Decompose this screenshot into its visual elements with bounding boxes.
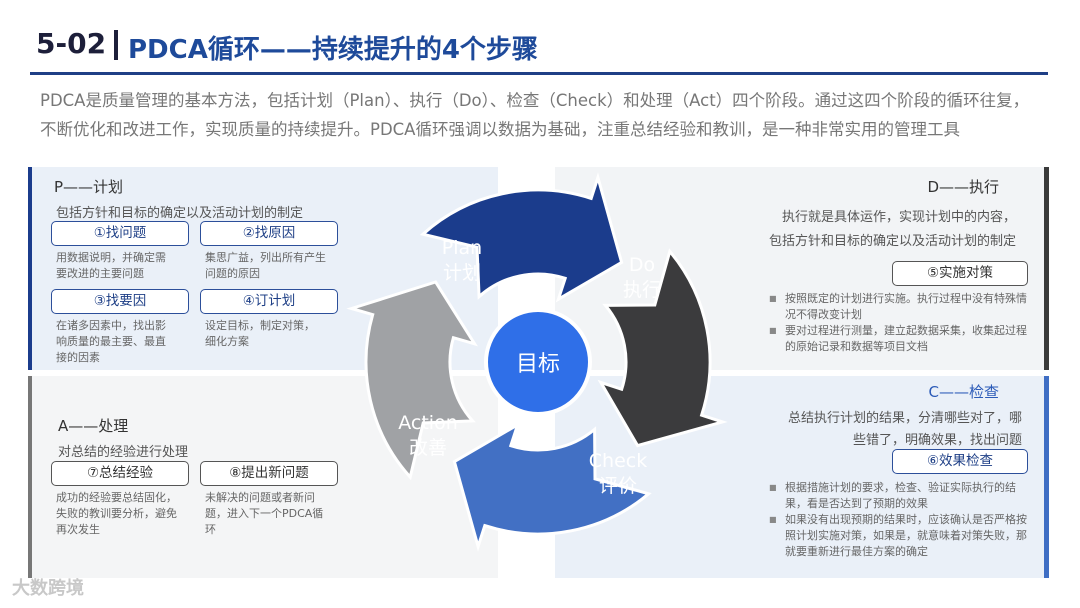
do-arrow [597, 248, 728, 448]
act-subtitle: 对总结的经验进行处理 [58, 445, 189, 460]
step-check-effect: ⑥效果检查 [892, 449, 1028, 474]
intro-paragraph: PDCA是质量管理的基本方法，包括计划（Plan）、执行（Do）、检查（Chec… [40, 91, 1030, 139]
do-subtitle-line2: 包括方针和目标的确定以及活动计划的制定 [768, 234, 1016, 249]
do-en-label: Do [629, 254, 655, 276]
do-bullet-2: 要对过程进行测量，建立起数据采集，收集起过程的原始记录和数据等项目文档 [769, 323, 1031, 355]
step-main-cause-desc: 在诸多因素中，找出影响质量的最主要、最直接的因素 [56, 319, 166, 364]
center-goal-label: 目标 [516, 352, 560, 377]
step-find-cause: ②找原因 [200, 221, 338, 246]
step-find-problem-desc: 用数据说明，并确定需要改进的主要问题 [56, 251, 166, 280]
step-summarize-desc: 成功的经验要总结固化，失败的教训要分析，避免再次发生 [56, 491, 177, 536]
plan-title: P——计划 [54, 178, 124, 196]
check-panel: C——检查 总结执行计划的结果，分清哪些对了，哪 些错了，明确效果，找出问题 ⑥… [555, 376, 1049, 578]
plan-subtitle: 包括方针和目标的确定以及活动计划的制定 [56, 206, 304, 221]
plan-arrow [419, 172, 624, 303]
act-arrow [346, 280, 478, 481]
check-subtitle-line2: 些错了，明确效果，找出问题 [852, 433, 1022, 448]
step-find-cause-desc: 集思广益，列出所有产生问题的原因 [205, 251, 326, 280]
step-make-plan: ④订计划 [200, 289, 338, 314]
step-new-problems-desc: 未解决的问题或者新问题，进入下一个PDCA循环 [205, 491, 324, 536]
center-goal-circle [484, 308, 592, 416]
step-main-cause: ③找要因 [51, 289, 189, 314]
do-bullet-1: 按照既定的计划进行实施。执行过程中没有特殊情况不得改变计划 [769, 291, 1031, 323]
check-subtitle-line1: 总结执行计划的结果，分清哪些对了，哪 [787, 411, 1022, 426]
step-new-problems: ⑧提出新问题 [200, 461, 338, 486]
title-rule [30, 72, 1048, 75]
check-arrow [452, 421, 652, 552]
step-find-problem: ①找问题 [51, 221, 189, 246]
act-en-label: Action [398, 412, 458, 434]
step-make-plan-desc: 设定目标，制定对策，细化方案 [205, 319, 315, 348]
watermark-logo: 大数跨境 [12, 578, 84, 599]
title-divider [114, 30, 118, 60]
slide-number: 5-02 [36, 27, 107, 60]
slide-title: PDCA循环——持续提升的4个步骤 [128, 35, 538, 65]
step-implement: ⑤实施对策 [892, 261, 1028, 286]
do-subtitle-line1: 执行就是具体运作，实现计划中的内容， [781, 210, 1016, 225]
plan-cn-label: 计划 [443, 262, 481, 284]
check-cn-label: 评价 [599, 475, 637, 497]
step-summarize: ⑦总结经验 [51, 461, 189, 486]
act-cn-label: 改善 [409, 437, 447, 459]
check-title: C——检查 [928, 383, 999, 401]
check-en-label: Check [589, 450, 647, 472]
act-title: A——处理 [58, 417, 129, 435]
do-title: D——执行 [927, 178, 999, 196]
plan-en-label: Plan [442, 237, 482, 259]
check-bullet-1: 根据措施计划的要求，检查、验证实际执行的结果，看是否达到了预期的效果 [769, 480, 1031, 512]
do-cn-label: 执行 [623, 279, 661, 301]
check-bullet-2: 如果没有出现预期的结果时，应该确认是否严格按照计划实施对策，如果是，就意味着对策… [769, 512, 1031, 560]
